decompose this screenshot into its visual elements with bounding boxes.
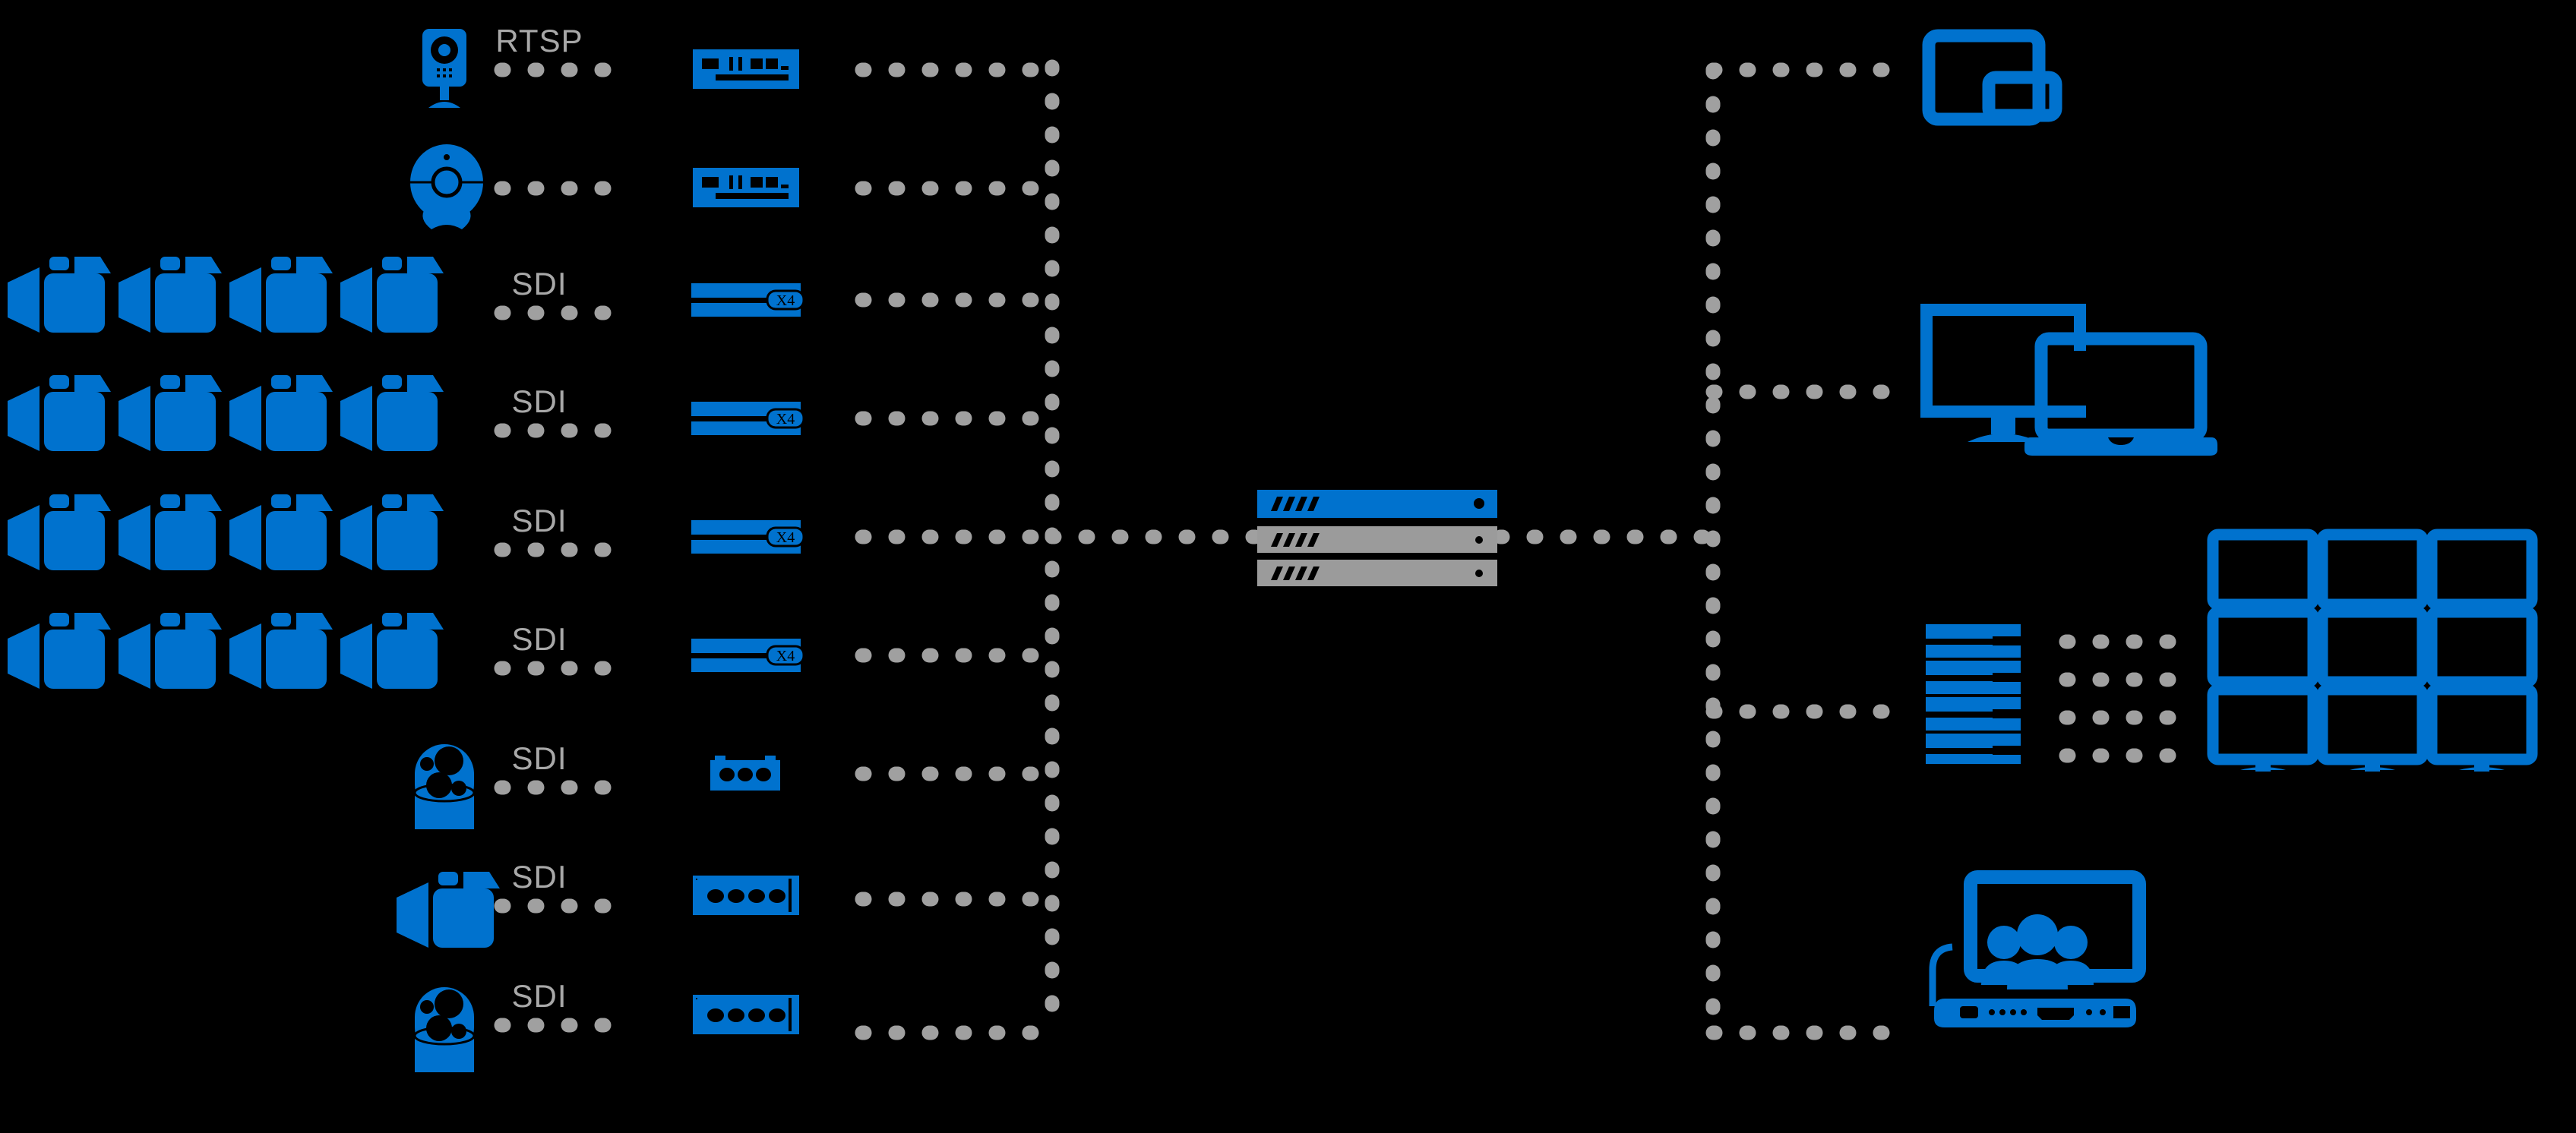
channel-badge: X4 [776, 648, 795, 664]
decoder-unit [1926, 734, 2031, 764]
smartphone-icon [1982, 71, 2062, 122]
ptz-camera-icon [413, 744, 476, 829]
camcorder-icon [8, 375, 111, 451]
camcorder-icon [8, 613, 111, 689]
server-unit-standby [1257, 526, 1497, 553]
server-unit-active [1257, 490, 1497, 518]
channel-badge: X4 [776, 529, 795, 546]
camcorder-icon [229, 375, 333, 451]
rack-encoder-icon-3: X4 [691, 283, 805, 317]
camcorder-icon [229, 257, 333, 333]
decoder-unit [1926, 697, 2031, 731]
protocol-label-rtsp: RTSP [495, 23, 583, 58]
four-port-encoder-icon-8 [693, 876, 799, 915]
decoder-unit [1926, 624, 2031, 658]
conference-codec-base [1934, 999, 2136, 1027]
laptop-icon [2024, 332, 2217, 456]
people-group [1981, 914, 2094, 989]
camcorder-icon-row-8 [397, 872, 500, 948]
camcorder-icon [8, 494, 111, 570]
network-switch-encoder-icon-2 [693, 168, 799, 207]
channel-badge: X4 [776, 292, 795, 309]
protocol-label-sdi-7: SDI [511, 740, 567, 776]
camcorder-icon [119, 613, 222, 689]
camcorder-icon [229, 494, 333, 570]
server-rack[interactable] [1257, 490, 1500, 592]
camcorder-icon [340, 257, 444, 333]
camcorder-icon [229, 613, 333, 689]
video-wall-tile [2426, 606, 2538, 688]
rack-encoder-icon-6: X4 [691, 639, 805, 672]
rack-encoder-icon-5: X4 [691, 520, 805, 554]
video-conference-icon [1929, 870, 2146, 1027]
decoder-unit [1926, 661, 2031, 694]
video-wall-tile [2316, 529, 2429, 611]
three-port-encoder-icon [710, 756, 780, 791]
video-wall-icon[interactable] [2207, 529, 2550, 772]
protocol-label-sdi-6: SDI [511, 621, 567, 657]
camcorder-icon [340, 494, 444, 570]
protocol-label-sdi-9: SDI [511, 978, 567, 1014]
protocol-label-sdi-3: SDI [511, 266, 567, 301]
video-wall-tile [2207, 529, 2319, 611]
rack-encoder-icon-4: X4 [691, 402, 805, 435]
camcorder-icon [119, 494, 222, 570]
webcam-icon [410, 144, 483, 229]
desktop-monitor-icon [1920, 304, 2086, 442]
video-wall-tile [2316, 683, 2429, 765]
protocol-label-sdi-5: SDI [511, 503, 567, 538]
video-wall-tile [2207, 606, 2319, 688]
camcorder-icon [119, 375, 222, 451]
tablet-camera-dot [1940, 61, 1946, 67]
protocol-label-sdi-4: SDI [511, 383, 567, 419]
camcorder-icon [8, 257, 111, 333]
camcorder-icon [340, 375, 444, 451]
decoder-stack-icon [1926, 624, 2031, 764]
video-wall-tile [2426, 683, 2538, 765]
video-wall-tile [2207, 683, 2319, 765]
ptz-camera-icon-row-9 [413, 987, 476, 1072]
mobile-devices-group [1922, 29, 2062, 126]
network-switch-encoder-icon-1 [693, 49, 799, 89]
camcorder-group-row-6 [8, 613, 444, 689]
camcorder-group-row-3 [8, 257, 444, 333]
channel-badge: X4 [776, 411, 795, 428]
bullet-ip-camera-icon [422, 29, 466, 108]
video-wall-tile [2426, 529, 2538, 611]
workstations-group [1920, 304, 2217, 456]
camcorder-group-row-5 [8, 494, 444, 570]
camcorder-icon [340, 613, 444, 689]
video-wall-tile [2316, 606, 2429, 688]
camcorder-group-row-4 [8, 375, 444, 451]
video-wall-stand [2240, 767, 2505, 770]
four-port-encoder-icon-9 [693, 995, 799, 1034]
camcorder-icon [119, 257, 222, 333]
protocol-label-sdi-8: SDI [511, 859, 567, 895]
server-unit-storage [1257, 560, 1497, 586]
